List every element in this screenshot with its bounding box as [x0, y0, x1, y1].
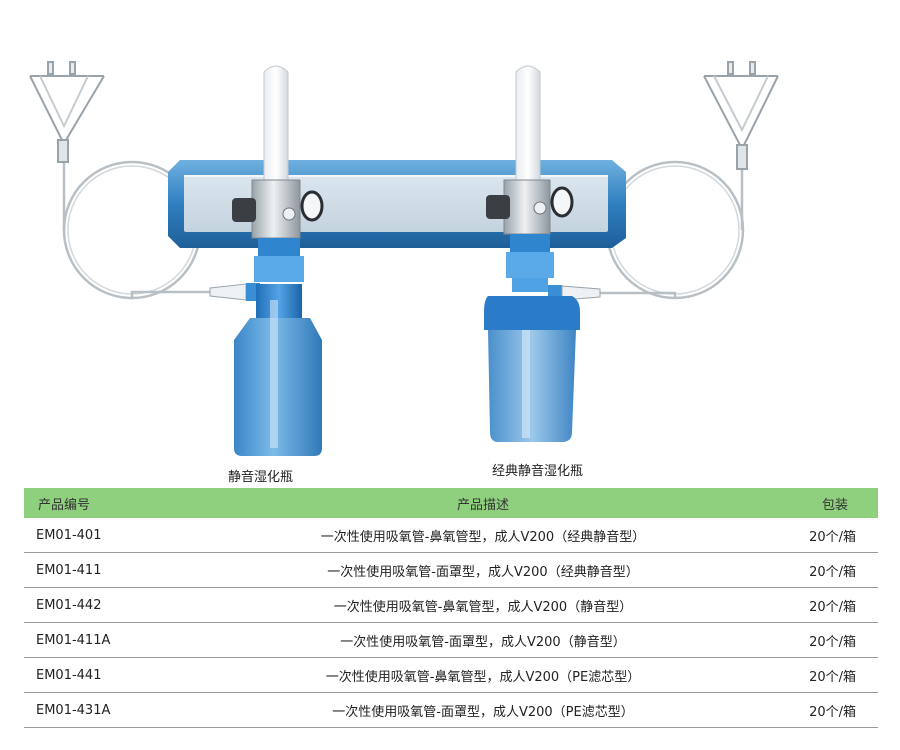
table-row: EM01-411A 一次性使用吸氧管-面罩型，成人V200（静音型） 20个/箱 [24, 622, 878, 658]
left-humidifier-bottle [234, 284, 322, 456]
right-nasal-cannula [703, 61, 779, 170]
cell-packaging: 20个/箱 [728, 692, 878, 728]
cell-packaging: 20个/箱 [728, 657, 878, 693]
cell-product-code: EM01-401 [24, 518, 238, 553]
table-row: EM01-442 一次性使用吸氧管-鼻氧管型，成人V200（静音型） 20个/箱 [24, 587, 878, 623]
table-row: EM01-431A 一次性使用吸氧管-面罩型，成人V200（PE滤芯型） 20个… [24, 692, 878, 728]
right-humidifier-cup [484, 278, 580, 442]
table-header-row: 产品编号 产品描述 包装 [24, 488, 878, 518]
caption-classic-silent-humidifier-bottle: 经典静音湿化瓶 [492, 464, 584, 479]
cell-product-code: EM01-411 [24, 552, 238, 588]
product-spec-table: 产品编号 产品描述 包装 EM01-401 一次性使用吸氧管-鼻氧管型，成人V2… [24, 488, 878, 728]
table-row: EM01-401 一次性使用吸氧管-鼻氧管型，成人V200（经典静音型） 20个… [24, 518, 878, 553]
table-row: EM01-411 一次性使用吸氧管-面罩型，成人V200（经典静音型） 20个/… [24, 552, 878, 588]
cell-product-description: 一次性使用吸氧管-鼻氧管型，成人V200（静音型） [238, 587, 728, 623]
header-packaging: 包装 [821, 497, 848, 513]
cell-product-description: 一次性使用吸氧管-鼻氧管型，成人V200（经典静音型） [238, 518, 728, 553]
header-product-description: 产品描述 [456, 497, 509, 513]
left-nasal-cannula [29, 61, 105, 163]
right-flowmeter [486, 65, 574, 278]
header-product-code: 产品编号 [38, 497, 91, 513]
cell-packaging: 20个/箱 [728, 518, 878, 553]
product-illustration [29, 61, 779, 456]
cell-product-description: 一次性使用吸氧管-鼻氧管型，成人V200（PE滤芯型） [238, 657, 728, 693]
cell-packaging: 20个/箱 [728, 587, 878, 623]
cell-product-code: EM01-431A [24, 692, 238, 728]
left-outlet-connector [209, 283, 260, 301]
cell-product-description: 一次性使用吸氧管-面罩型，成人V200（经典静音型） [238, 552, 728, 588]
cell-packaging: 20个/箱 [728, 622, 878, 658]
cell-product-code: EM01-441 [24, 657, 238, 693]
table-row: EM01-441 一次性使用吸氧管-鼻氧管型，成人V200（PE滤芯型） 20个… [24, 657, 878, 693]
cell-product-code: EM01-442 [24, 587, 238, 623]
cell-product-description: 一次性使用吸氧管-面罩型，成人V200（PE滤芯型） [238, 692, 728, 728]
cell-packaging: 20个/箱 [728, 552, 878, 588]
cell-product-code: EM01-411A [24, 622, 238, 658]
caption-silent-humidifier-bottle: 静音湿化瓶 [228, 470, 294, 485]
left-flowmeter [232, 65, 324, 282]
cell-product-description: 一次性使用吸氧管-面罩型，成人V200（静音型） [238, 622, 728, 658]
